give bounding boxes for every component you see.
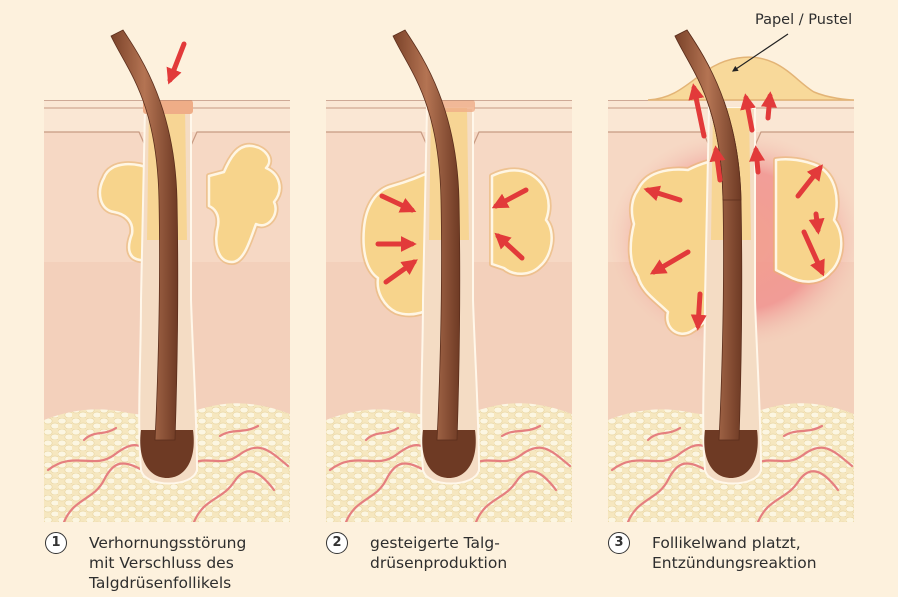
caption-line: mit Verschluss des <box>89 553 289 573</box>
caption-line: Talgdrüsenfollikels <box>89 573 289 593</box>
red-arrow-icon <box>756 150 758 172</box>
step-number-badge: 3 <box>608 532 630 554</box>
skin-panel-2 <box>326 30 572 522</box>
caption-line: gesteigerte Talg- <box>370 533 570 553</box>
red-arrow-icon <box>768 96 770 118</box>
step-number-badge: 1 <box>45 532 67 554</box>
skin-panel-1 <box>44 30 290 522</box>
papule-bump <box>648 57 854 100</box>
caption-line: drüsenproduktion <box>370 553 570 573</box>
red-arrow-icon <box>170 44 184 80</box>
red-arrow-icon <box>698 294 700 326</box>
skin-panel-3 <box>608 30 864 522</box>
caption-line: Verhornungsstörung <box>89 533 289 553</box>
caption-line: Entzündungsreaktion <box>652 553 852 573</box>
red-arrow-icon <box>816 214 818 230</box>
step-number-badge: 2 <box>326 532 348 554</box>
caption-line: Follikelwand platzt, <box>652 533 852 553</box>
papule-pustule-label: Papel / Pustel <box>755 12 852 28</box>
